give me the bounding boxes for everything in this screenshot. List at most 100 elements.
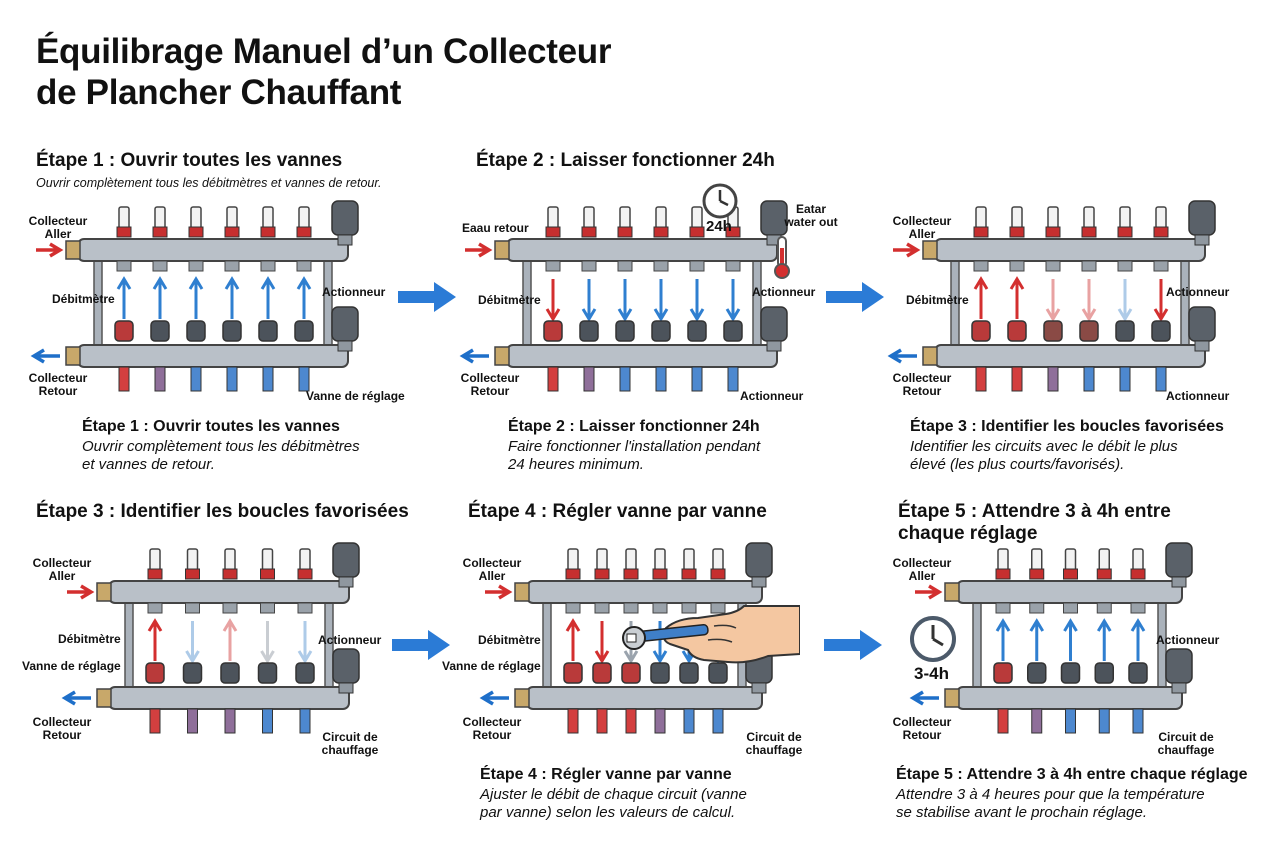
circuit-pipe <box>567 708 579 734</box>
valve-cap <box>579 320 599 342</box>
inlet-fitting <box>494 240 510 260</box>
flow-arrow <box>1153 279 1169 322</box>
flow-arrow <box>995 618 1011 661</box>
label-collecteur-retour: Collecteur Retour <box>892 371 952 399</box>
circuit-pipe <box>298 366 310 392</box>
valve-cap <box>294 320 314 342</box>
return-arrow <box>909 690 939 706</box>
valve-cap <box>220 662 240 684</box>
connector <box>147 602 163 614</box>
label-actionneur: Actionneur <box>1156 633 1220 647</box>
valve-cap <box>150 320 170 342</box>
flow-arrow <box>652 621 668 664</box>
label-actionneur-bottom: Actionneur <box>740 389 804 403</box>
label-circuit-chauffage: Circuit de chauffage <box>745 730 803 758</box>
flow-arrow <box>973 276 989 319</box>
circuit-pipe <box>1031 708 1043 734</box>
valve-cap <box>222 320 242 342</box>
circuit-pipe <box>1119 366 1131 392</box>
valve-cap <box>651 320 671 342</box>
valve-cap <box>182 662 203 684</box>
actuator-bottom <box>1188 306 1216 342</box>
outlet-fitting <box>96 688 112 708</box>
return-arrow <box>479 690 509 706</box>
manifold-step3 <box>887 200 1216 392</box>
step3-heading: Étape 3 : Identifier les boucles favoris… <box>36 501 409 522</box>
label-collecteur-retour: Collecteur Retour <box>28 371 88 399</box>
connector <box>623 602 639 614</box>
flowmeter-cap <box>1063 568 1078 580</box>
flow-arrow <box>1096 618 1112 661</box>
outlet-fitting <box>944 688 960 708</box>
connector <box>689 260 705 272</box>
flow-arrow <box>1063 618 1078 661</box>
label-debitmetre: Débitmètre <box>478 293 541 307</box>
flowmeter-cap <box>1029 568 1045 580</box>
valve-cap <box>1043 320 1063 342</box>
flowmeter-cap <box>617 226 633 238</box>
inlet-fitting <box>65 240 81 260</box>
manifold-step5 <box>909 542 1193 734</box>
connector <box>260 260 276 272</box>
flowmeter-cap <box>652 568 668 580</box>
label-water-out: Eatar water out <box>784 202 838 230</box>
actuator-bottom <box>1165 648 1193 684</box>
flowmeter-cap <box>623 568 639 580</box>
page-title: Équilibrage Manuel d’un Collecteur de Pl… <box>36 32 612 112</box>
connector <box>1063 602 1078 614</box>
return-arrow <box>61 690 91 706</box>
valve-cap <box>1151 320 1171 342</box>
valve-cap <box>145 662 165 684</box>
flowmeter-cap <box>1117 226 1133 238</box>
step2-caption-title: Étape 2 : Laisser fonctionner 24h <box>508 418 760 435</box>
valve-cap <box>971 320 991 342</box>
inlet-fitting <box>944 582 960 602</box>
actuator-neck <box>766 340 782 352</box>
circuit-pipe <box>299 708 311 734</box>
connector <box>1045 260 1061 272</box>
flowmeter-cap <box>545 226 561 238</box>
label-actionneur: Actionneur <box>322 285 386 299</box>
outlet-fitting <box>65 346 81 366</box>
flowmeter-cap <box>224 226 240 238</box>
process-arrow-4 <box>824 630 882 660</box>
connector <box>725 260 741 272</box>
step1-caption-text: Ouvrir complètement tous les débitmètres… <box>82 438 360 474</box>
label-collecteur-aller: Collecteur Aller <box>28 214 88 242</box>
valve-cap <box>708 662 728 684</box>
flow-arrow <box>1009 276 1025 319</box>
valve-cap <box>1115 320 1135 342</box>
actuator-neck <box>1194 234 1210 246</box>
supply-bar <box>956 580 1183 604</box>
process-arrow-3 <box>392 630 450 660</box>
flowmeter-cap <box>147 568 163 580</box>
supply-bar <box>934 238 1206 262</box>
circuit-pipe <box>1047 366 1059 392</box>
flowmeter-cap <box>222 568 238 580</box>
flowmeter-cap <box>152 226 168 238</box>
actuator-top <box>1165 542 1193 578</box>
actuator-neck <box>1171 576 1187 588</box>
flowmeter-cap <box>995 568 1011 580</box>
valve-cap <box>258 320 278 342</box>
flowmeter-cap <box>973 226 989 238</box>
connector <box>185 602 200 614</box>
actuator-neck <box>751 576 767 588</box>
connector <box>1117 260 1133 272</box>
label-collecteur-retour: Collecteur Retour <box>462 715 522 743</box>
hand-wrench-icon <box>622 605 800 664</box>
step1-caption-title: Étape 1 : Ouvrir toutes les vannes <box>82 418 340 435</box>
circuit-pipe <box>655 366 667 392</box>
step5-caption-title: Étape 5 : Attendre 3 à 4h entre chaque r… <box>896 766 1248 783</box>
flow-arrow <box>224 276 240 319</box>
connector <box>224 260 240 272</box>
process-arrow-2 <box>826 282 884 312</box>
circuit-pipe <box>654 708 666 734</box>
flow-arrow <box>594 621 610 664</box>
label-collecteur-aller: Collecteur Aller <box>892 556 952 584</box>
flow-arrow <box>222 618 238 661</box>
step4-heading: Étape 4 : Régler vanne par vanne <box>468 501 767 522</box>
outlet-fitting <box>514 688 530 708</box>
step5-heading: Étape 5 : Attendre 3 à 4h entre chaque r… <box>898 501 1171 544</box>
label-debitmetre: Débitmètre <box>478 633 541 647</box>
